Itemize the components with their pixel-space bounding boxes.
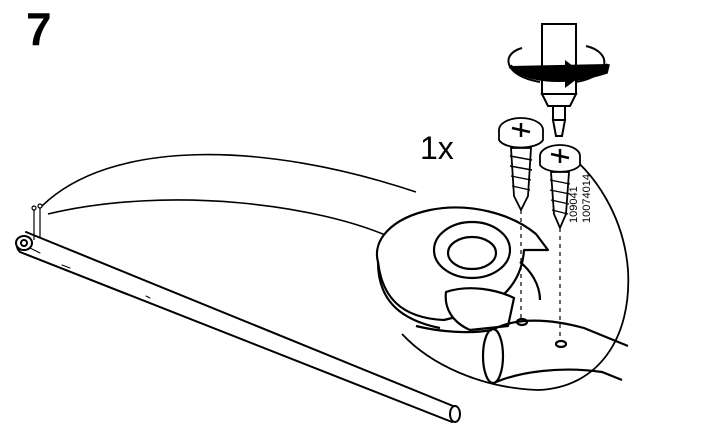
magnifier-circle xyxy=(401,147,630,391)
screw-icon xyxy=(498,117,544,318)
clockwise-rotation-arrow-icon xyxy=(507,45,610,88)
rod xyxy=(15,231,461,423)
zoomed-tube xyxy=(415,317,629,385)
step-number: 7 xyxy=(26,3,52,55)
part-number: 109041 xyxy=(568,186,580,223)
zoomed-bracket xyxy=(375,206,550,332)
part-number: 10074014 xyxy=(581,174,593,223)
screw-icon xyxy=(539,144,581,340)
small-screws xyxy=(31,203,43,240)
quantity-label: 1x xyxy=(420,130,454,166)
magnifier-leader xyxy=(41,153,417,239)
part-numbers: 109041 10074014 xyxy=(568,174,618,223)
